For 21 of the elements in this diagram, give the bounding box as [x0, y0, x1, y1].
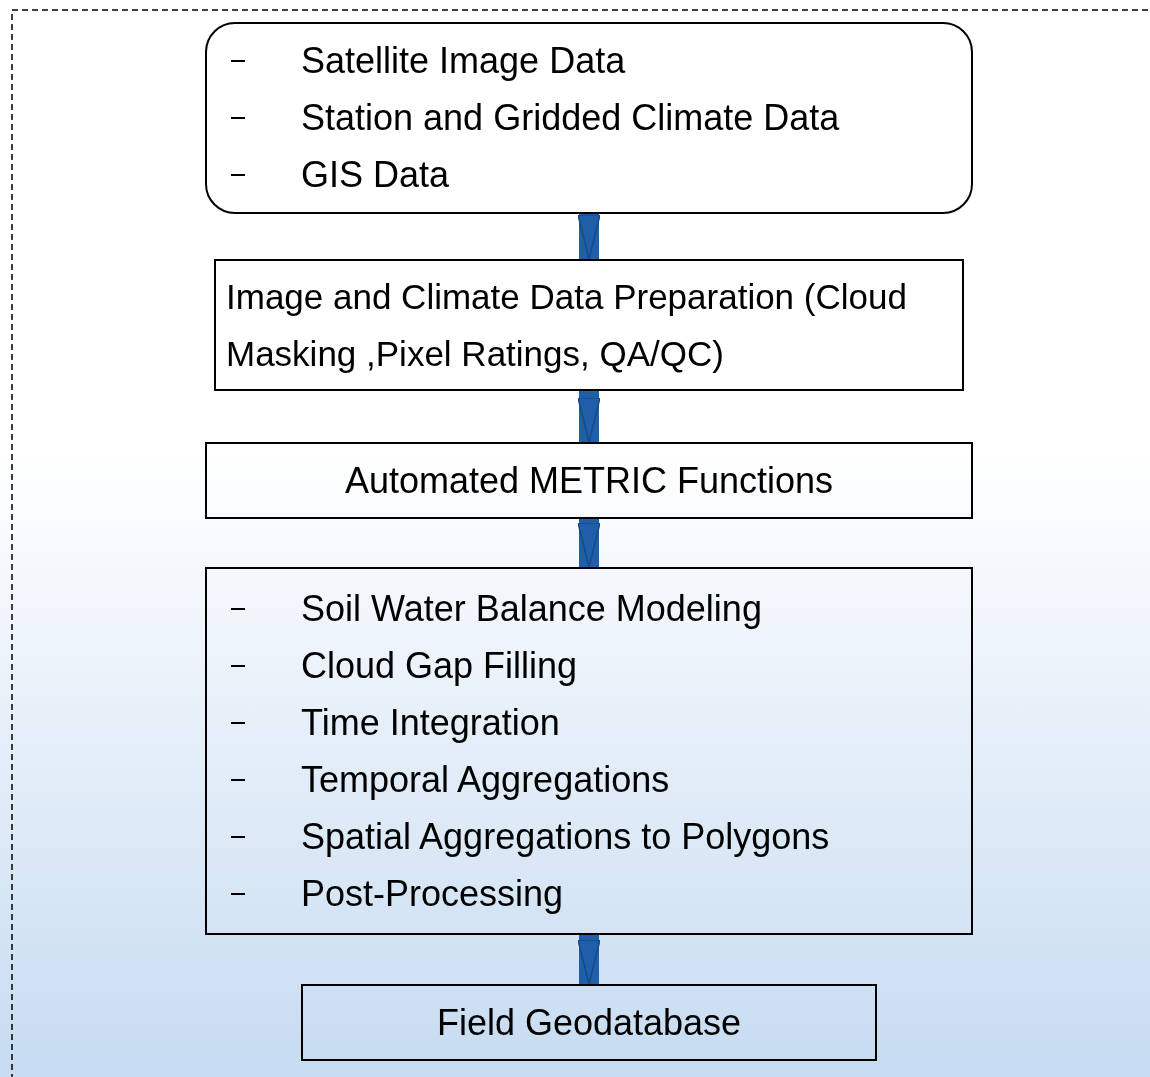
block-arrow — [577, 935, 601, 985]
list-item: GIS Data — [301, 154, 450, 196]
rounded-box — [205, 22, 973, 214]
block-arrow — [577, 519, 601, 568]
step-description: Image and Climate Data Preparation (Cloud Masking ,Pixel Ratings, QA/QC) — [226, 276, 908, 375]
process-box — [205, 567, 973, 935]
process-box — [205, 442, 973, 519]
list-item: Time Integration — [301, 701, 560, 744]
list-item: Soil Water Balance Modeling — [301, 587, 762, 630]
list-item: Satellite Image Data — [301, 40, 626, 82]
step-label: Automated METRIC Functions — [344, 459, 834, 503]
list-item: Post-Processing — [301, 872, 564, 915]
process-box — [214, 259, 964, 391]
list-item: Spatial Aggregations to Polygons — [301, 815, 830, 858]
block-arrow — [577, 214, 601, 260]
list-item: Station and Gridded Climate Data — [301, 97, 840, 139]
step-label: Field Geodatabase — [436, 1001, 742, 1045]
list-item: Temporal Aggregations — [301, 758, 670, 801]
process-box — [301, 984, 877, 1061]
list-item: Cloud Gap Filling — [301, 644, 578, 687]
block-arrow — [577, 391, 601, 443]
